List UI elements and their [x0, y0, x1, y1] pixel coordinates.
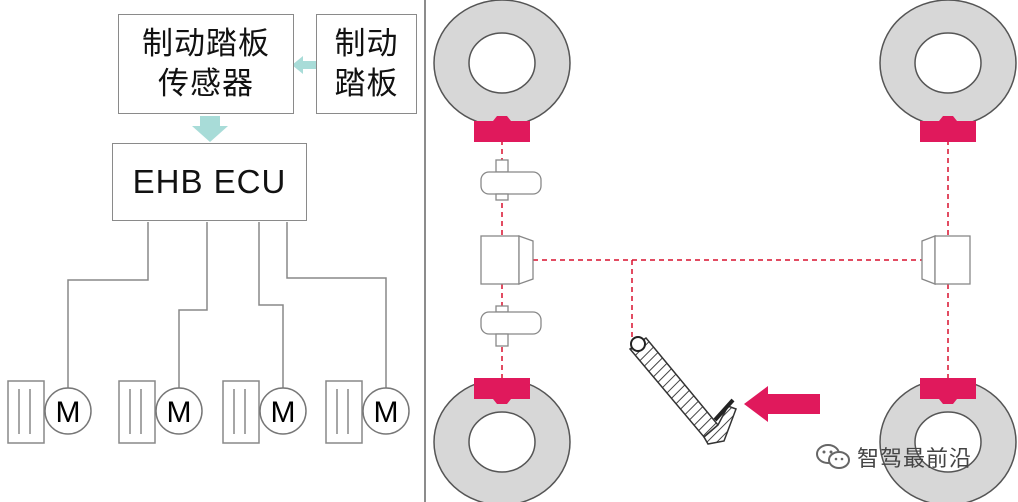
motor-icon	[259, 387, 307, 435]
watermark-text: 智驾最前沿	[857, 447, 973, 472]
brake-pad-rear-left	[474, 378, 530, 404]
flow-arrow-pedal-to-sensor	[292, 56, 316, 74]
motor-label: M	[374, 396, 399, 429]
motor-label: M	[271, 396, 296, 429]
flow-arrow-sensor-to-ecu	[192, 116, 228, 142]
watermark: 智驾最前沿	[815, 441, 972, 473]
actuator-3	[222, 380, 307, 444]
valve-upper	[480, 159, 542, 201]
master-cylinder-right	[921, 235, 971, 285]
ecu-wiring	[67, 222, 387, 394]
master-cylinder-left	[480, 235, 534, 285]
motor-label: M	[56, 396, 81, 429]
wheel-rear-right	[879, 378, 1017, 502]
motor-icon	[362, 387, 410, 435]
brake-pedal-icon	[628, 336, 737, 445]
motor-icon	[44, 387, 92, 435]
brake-pedal-sensor-label: 制动踏板 传感器	[142, 26, 270, 102]
brake-pad-front-left	[474, 116, 530, 142]
brake-pedal-label: 制动 踏板	[334, 26, 399, 102]
wechat-icon	[816, 444, 850, 469]
brake-pedal-sensor-box: 制动踏板 传感器	[118, 14, 294, 114]
wheel-front-right	[879, 0, 1017, 127]
brake-lines	[501, 140, 949, 380]
ehb-ecu-box: EHB ECU	[112, 143, 307, 221]
brake-pedal-box: 制动 踏板	[316, 14, 417, 114]
pedal-force-arrow-icon	[744, 386, 820, 422]
motor-icon	[155, 387, 203, 435]
valve-lower	[480, 305, 542, 347]
ehb-ecu-label: EHB ECU	[132, 163, 287, 200]
brake-pad-rear-right	[920, 378, 976, 404]
actuator-1	[7, 380, 92, 444]
actuator-2	[118, 380, 203, 444]
brake-pad-front-right	[920, 116, 976, 142]
actuator-4	[325, 380, 410, 444]
wheel-front-left	[433, 0, 571, 127]
motor-label: M	[167, 396, 192, 429]
